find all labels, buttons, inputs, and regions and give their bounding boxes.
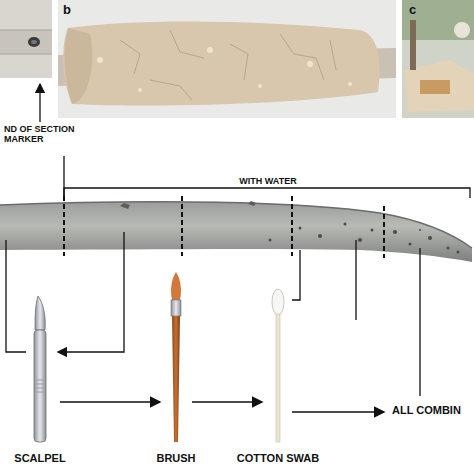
tool-label: SCALPEL bbox=[14, 452, 65, 465]
inset-photo-b bbox=[58, 0, 396, 118]
section-marker bbox=[64, 196, 384, 258]
panel-letter: b bbox=[63, 3, 71, 18]
flow-arrow bbox=[60, 402, 384, 412]
scalpel-icon bbox=[34, 296, 46, 442]
tool-label: COTTON SWAB bbox=[237, 452, 319, 465]
blade-photo bbox=[0, 201, 472, 262]
leader-arrow bbox=[39, 84, 40, 122]
panel-letter: c bbox=[407, 3, 418, 18]
inset-photo-c bbox=[402, 0, 474, 118]
bracket bbox=[64, 188, 470, 198]
brush-icon bbox=[171, 272, 181, 442]
tool-label: BRUSH bbox=[156, 452, 195, 465]
inset-photo-a bbox=[0, 0, 52, 78]
marker-label: ND OF SECTION MARKER bbox=[2, 124, 88, 145]
step-label: ALL COMBIN bbox=[390, 404, 463, 417]
section-leader bbox=[6, 232, 420, 396]
bracket-label: WITH WATER bbox=[237, 176, 298, 186]
cotton-swab-icon bbox=[272, 289, 284, 442]
